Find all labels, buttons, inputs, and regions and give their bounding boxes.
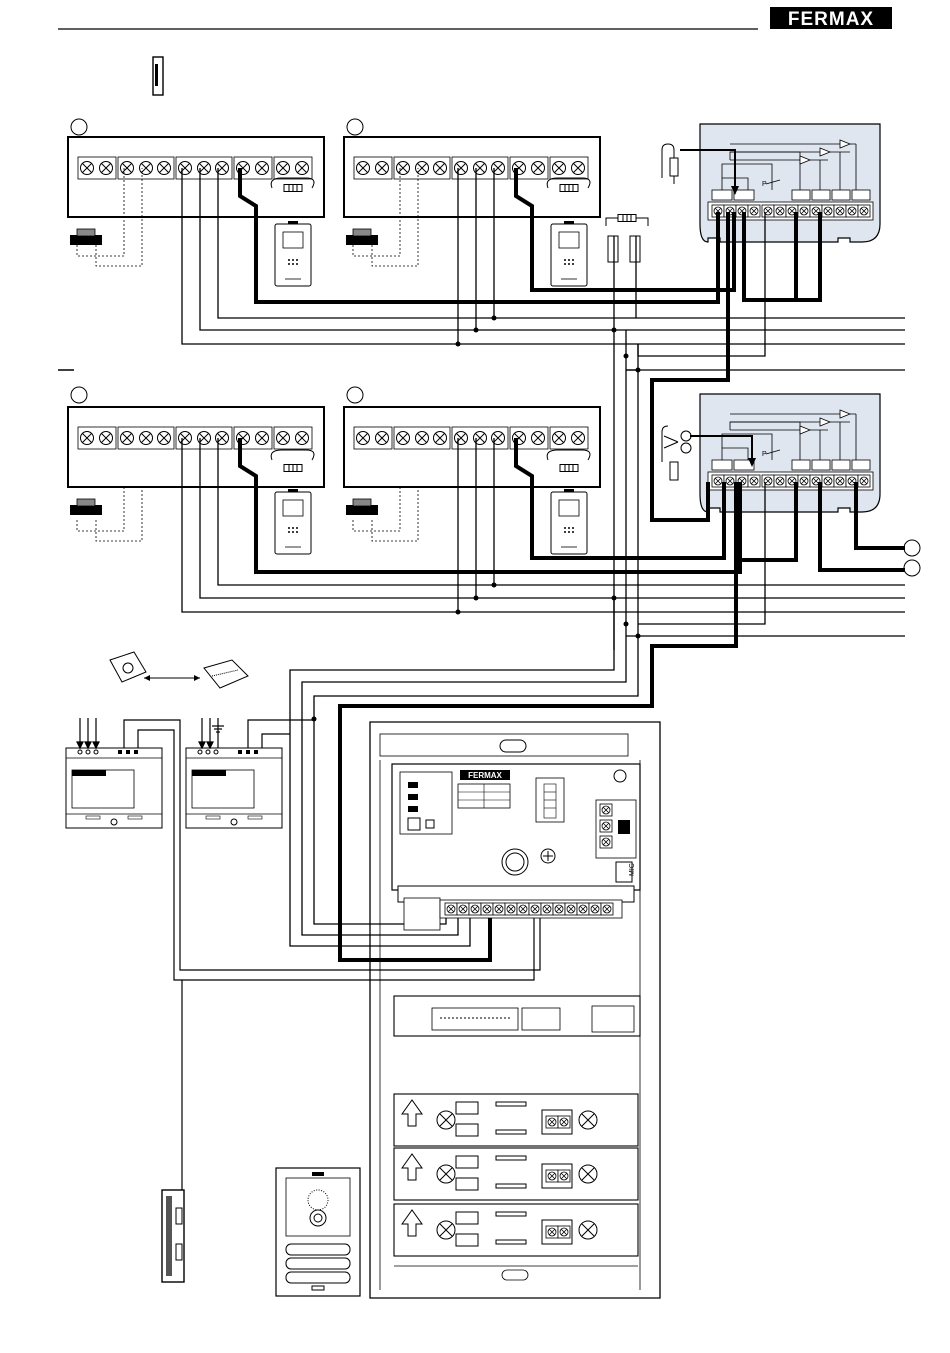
apartment-marker [347, 387, 363, 403]
push-button-icon [346, 499, 378, 515]
monitor-icon [275, 221, 311, 286]
amplifier-module: FERMAX MIC [392, 764, 640, 890]
pushbutton-module-2 [394, 1148, 638, 1200]
panel-terminal-strip [398, 886, 634, 930]
riser-output-marker [904, 540, 920, 556]
pushbutton-module-1 [394, 1094, 638, 1146]
riser-output-marker [904, 560, 920, 576]
monitor-terminal-block [344, 137, 600, 217]
monitor-icon [275, 489, 311, 554]
door-lock-icon [153, 57, 163, 95]
push-button-icon [70, 499, 102, 515]
panel-connector-module [394, 996, 640, 1036]
mic-label: MIC [629, 863, 636, 876]
monitor-terminal-block [68, 407, 324, 487]
end-line-resistor [606, 215, 648, 263]
apartment-marker [347, 119, 363, 135]
apartment-marker [71, 119, 87, 135]
monitor-icon [551, 221, 587, 286]
module-icon [204, 660, 248, 688]
camera-icon [110, 652, 146, 682]
door-lock-icon [162, 1190, 184, 1282]
distributor-lower [700, 394, 880, 512]
monitor-terminal-block [344, 407, 600, 487]
pushbutton-module-3 [394, 1204, 638, 1256]
push-button-icon [70, 229, 102, 245]
monitor-icon [551, 489, 587, 554]
entrance-panel-front [276, 1168, 360, 1296]
amplifier-brand: FERMAX [468, 771, 502, 780]
push-button-icon [346, 229, 378, 245]
brand-logo-text: FERMAX [788, 9, 874, 30]
power-supply-icon [66, 748, 162, 828]
monitor-terminal-block [68, 137, 324, 217]
power-supply-icon [186, 748, 282, 828]
apartment-marker [71, 387, 87, 403]
